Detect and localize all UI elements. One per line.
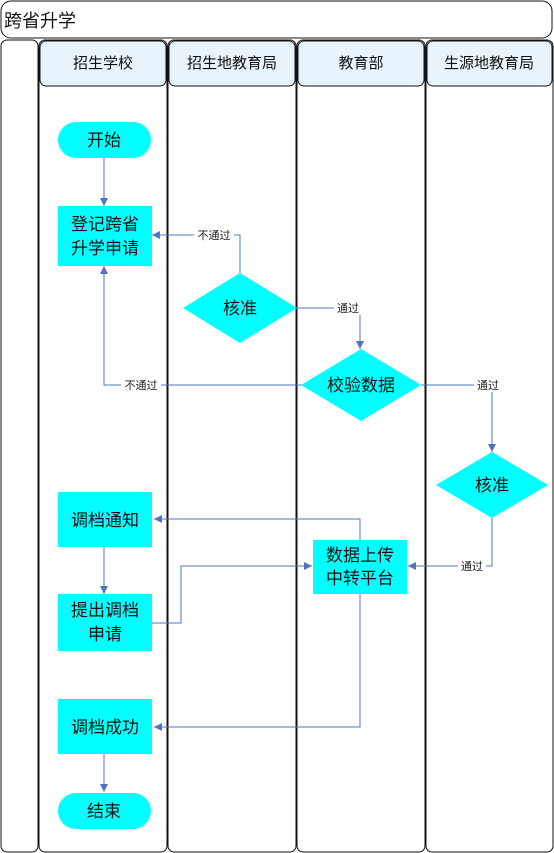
edge-label: 不通过 [125, 379, 158, 392]
node-register: 登记跨省 升学申请 [58, 206, 152, 266]
node-success: 调档成功 [58, 699, 152, 754]
edge-platform-notice [154, 515, 361, 540]
lane-header [297, 40, 425, 87]
lane-header [39, 40, 167, 87]
node-approve2: 核准 [436, 452, 548, 518]
pool-title-bar [0, 0, 553, 39]
node-label: 登记跨省 [71, 215, 139, 235]
edge-verify-register-rejected [100, 266, 302, 386]
edge-label: 通过 [337, 302, 359, 315]
lane-ministry: 教育部 [296, 39, 426, 853]
edge-label: 不通过 [198, 229, 231, 242]
pool-title: 跨省升学 [4, 11, 76, 32]
edge-label: 通过 [477, 379, 499, 392]
node-label: 开始 [87, 131, 121, 151]
node-approve1: 核准 [183, 273, 297, 343]
node-label: 核准 [475, 476, 509, 496]
lane-header [426, 40, 553, 87]
node-label: 核准 [223, 299, 257, 319]
node-label: 中转平台 [326, 569, 394, 589]
edge-platform-success [154, 594, 361, 731]
pool-left-strip [0, 39, 39, 853]
node-verify: 校验数据 [301, 349, 421, 421]
lane-title: 教育部 [338, 54, 383, 72]
node-label: 申请 [88, 625, 122, 645]
node-label: 调档成功 [71, 718, 139, 738]
lane-title: 生源地教育局 [444, 54, 534, 72]
edge-approve2-platform-passed [408, 517, 493, 570]
node-apply: 提出调档 申请 [58, 594, 152, 651]
node-label: 结束 [87, 802, 121, 822]
lane-enroll-bureau: 招生地教育局 [167, 39, 297, 853]
lane-title: 招生地教育局 [187, 54, 277, 72]
node-label: 调档通知 [71, 511, 139, 531]
lane-header [168, 40, 296, 87]
node-label: 数据上传 [326, 546, 394, 566]
node-start: 开始 [58, 122, 151, 158]
node-end: 结束 [58, 793, 151, 829]
node-notice: 调档通知 [58, 492, 152, 547]
node-label: 提出调档 [71, 601, 139, 621]
node-label: 校验数据 [327, 376, 395, 396]
edge-approve1-register-rejected [152, 231, 241, 273]
lane-origin-bureau: 生源地教育局 [425, 39, 554, 853]
nodes: 开始 登记跨省 升学申请 核准 校验数据 核准 数据上传 中转平台 调档通知 [58, 122, 548, 829]
lane-title: 招生学校 [73, 54, 133, 72]
node-platform: 数据上传 中转平台 [313, 540, 407, 594]
node-label: 升学申请 [71, 239, 139, 259]
edge-label: 通过 [461, 560, 483, 573]
edge-apply-platform [152, 562, 312, 624]
edge-labels: 不通过 通过 不通过 通过 通过 [121, 228, 502, 573]
